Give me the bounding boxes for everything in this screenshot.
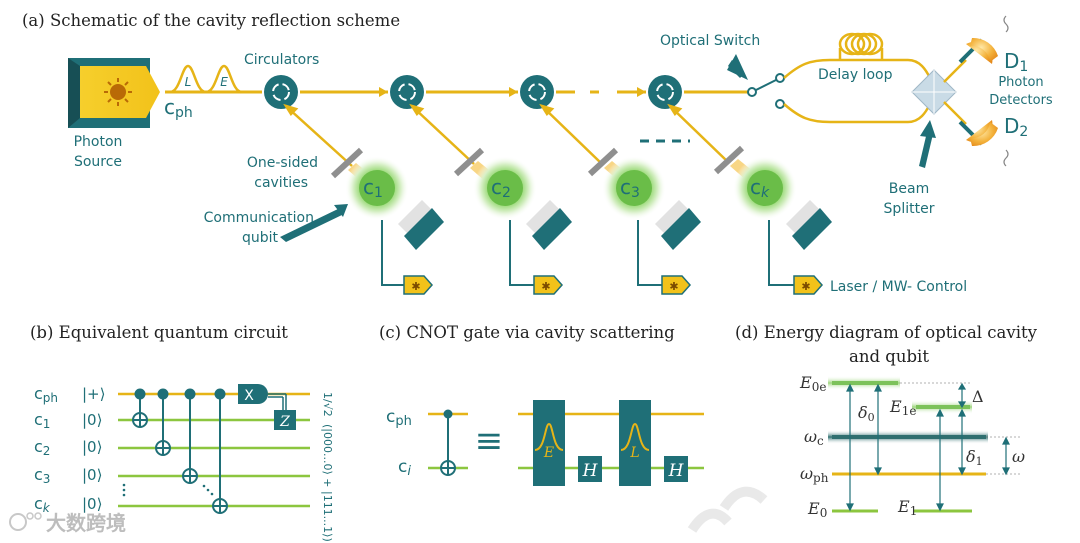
watermark: 大数跨境 xyxy=(9,486,768,535)
svg-text:Z: Z xyxy=(279,414,290,430)
cavity-1: ✱ xyxy=(330,147,444,295)
circuit-cnots xyxy=(132,388,228,514)
photon-detectors-label-2: Detectors xyxy=(989,93,1053,108)
beam-arrows xyxy=(379,87,646,97)
circuit-output-state: 1/√2 (|000...0⟩ + |111...1⟩) xyxy=(321,392,334,542)
pulse-L-label: L xyxy=(185,75,192,89)
detector-1-label: D1 xyxy=(1004,49,1028,75)
svg-text:δ0: δ0 xyxy=(858,403,875,424)
energy-levels xyxy=(828,376,1022,513)
pulse-E-label: E xyxy=(220,75,228,89)
svg-text:|+⟩: |+⟩ xyxy=(82,385,105,403)
svg-text:✱: ✱ xyxy=(541,280,550,293)
svg-text:E0e: E0e xyxy=(799,373,826,394)
panel-d-title-1: (d) Energy diagram of optical cavity xyxy=(735,323,1038,342)
circuit-row-labels: cph c1 c2 c3 ck xyxy=(34,384,58,515)
svg-text:ωph: ωph xyxy=(800,464,829,485)
gate-L-label: L xyxy=(629,445,639,461)
one-sided-label-1: One-sided xyxy=(247,155,318,171)
svg-text:✱: ✱ xyxy=(801,280,810,293)
photon-source-label-2: Source xyxy=(74,154,122,170)
svg-text:c1: c1 xyxy=(34,410,50,431)
circulators-label: Circulators xyxy=(244,52,319,68)
svg-text:E1e: E1e xyxy=(889,397,916,418)
detector-1 xyxy=(958,15,1009,64)
cavity-links xyxy=(283,103,729,167)
energy-labels: E0e E1e ωc ωph E0 E1 δ0 δ1 Δ ω xyxy=(799,373,1025,520)
gate-H2-label: H xyxy=(668,461,685,481)
svg-text:c2: c2 xyxy=(34,437,50,458)
cnot-target-label: ci xyxy=(398,457,411,479)
cavity-2: ✱ xyxy=(453,147,572,295)
svg-text:大数跨境: 大数跨境 xyxy=(46,511,126,535)
comm-qubit-arrow xyxy=(280,208,344,242)
energy-arrows xyxy=(846,382,1010,512)
svg-text:E0: E0 xyxy=(807,499,827,520)
circulator-1 xyxy=(264,75,298,109)
circuit-vdots xyxy=(122,483,214,497)
beam-splitter-label-1: Beam xyxy=(889,181,929,197)
svg-text:ck: ck xyxy=(34,494,51,515)
svg-text:Δ: Δ xyxy=(972,387,984,406)
cavity-3: ✱ xyxy=(587,147,701,295)
svg-text:|0⟩: |0⟩ xyxy=(82,438,102,456)
laser-control-label: Laser / MW- Control xyxy=(830,279,967,295)
z-gate: Z xyxy=(274,410,296,430)
one-sided-label-2: cavities xyxy=(254,175,308,191)
svg-text:X: X xyxy=(244,388,254,404)
panel-a-title: (a) Schematic of the cavity reflection s… xyxy=(22,11,400,30)
comm-qubit-label-1: Communication xyxy=(204,210,314,226)
circulator-2 xyxy=(390,75,424,109)
equivalence-sign: ≡ xyxy=(475,421,504,461)
scattering-circuit xyxy=(518,400,704,486)
gate-E-label: E xyxy=(543,445,554,461)
gate-H1-label: H xyxy=(582,461,599,481)
optical-switch-label: Optical Switch xyxy=(660,33,760,49)
circulator-4 xyxy=(648,75,682,109)
panel-d-title-2: and qubit xyxy=(849,347,929,366)
beam-splitter xyxy=(911,59,967,125)
optical-switch xyxy=(747,73,785,109)
beam-splitter-label-2: Splitter xyxy=(884,201,935,217)
x-gate: X xyxy=(238,384,287,410)
cnot-symbol xyxy=(428,409,468,476)
photon-detectors-label-1: Photon xyxy=(998,75,1043,90)
svg-text:|0⟩: |0⟩ xyxy=(82,411,102,429)
beam-splitter-arrow xyxy=(919,132,933,168)
detector-2-label: D2 xyxy=(1004,114,1028,140)
svg-text:δ1: δ1 xyxy=(966,447,983,468)
circulator-3 xyxy=(520,75,554,109)
cnot-control-label: cph xyxy=(386,407,412,429)
svg-text:✱: ✱ xyxy=(669,280,678,293)
comm-qubit-label-2: qubit xyxy=(242,230,279,246)
svg-text:c3: c3 xyxy=(34,465,50,486)
svg-text:cph: cph xyxy=(34,384,58,405)
svg-text:|0⟩: |0⟩ xyxy=(82,495,102,513)
panel-c-title: (c) CNOT gate via cavity scattering xyxy=(379,323,675,342)
photon-pulses xyxy=(169,64,243,94)
cavity-k: ✱ xyxy=(713,145,832,295)
svg-text:ω: ω xyxy=(1012,447,1025,466)
circuit-kets: |+⟩ |0⟩ |0⟩ |0⟩ |0⟩ xyxy=(82,385,105,513)
photon-source-label-1: Photon xyxy=(74,134,123,150)
svg-text:(|000...0⟩ + |111...1⟩): (|000...0⟩ + |111...1⟩) xyxy=(321,424,334,542)
delay-loop-label: Delay loop xyxy=(818,67,893,83)
cavity-2-label: c2 xyxy=(491,175,511,201)
cavity-3-label: c3 xyxy=(620,175,640,201)
cavity-k-label: ck xyxy=(750,175,770,201)
detector-2 xyxy=(958,120,1009,167)
cavity-1-label: c1 xyxy=(363,175,383,201)
svg-text:1/√2: 1/√2 xyxy=(321,392,334,417)
panel-b-title: (b) Equivalent quantum circuit xyxy=(30,323,288,342)
svg-text:✱: ✱ xyxy=(411,280,420,293)
delay-loop xyxy=(783,32,932,124)
svg-text:|0⟩: |0⟩ xyxy=(82,466,102,484)
svg-text:E1: E1 xyxy=(897,497,917,518)
photon-source xyxy=(68,58,160,128)
svg-text:ωc: ωc xyxy=(804,427,824,448)
cph-label: cph xyxy=(164,95,193,121)
